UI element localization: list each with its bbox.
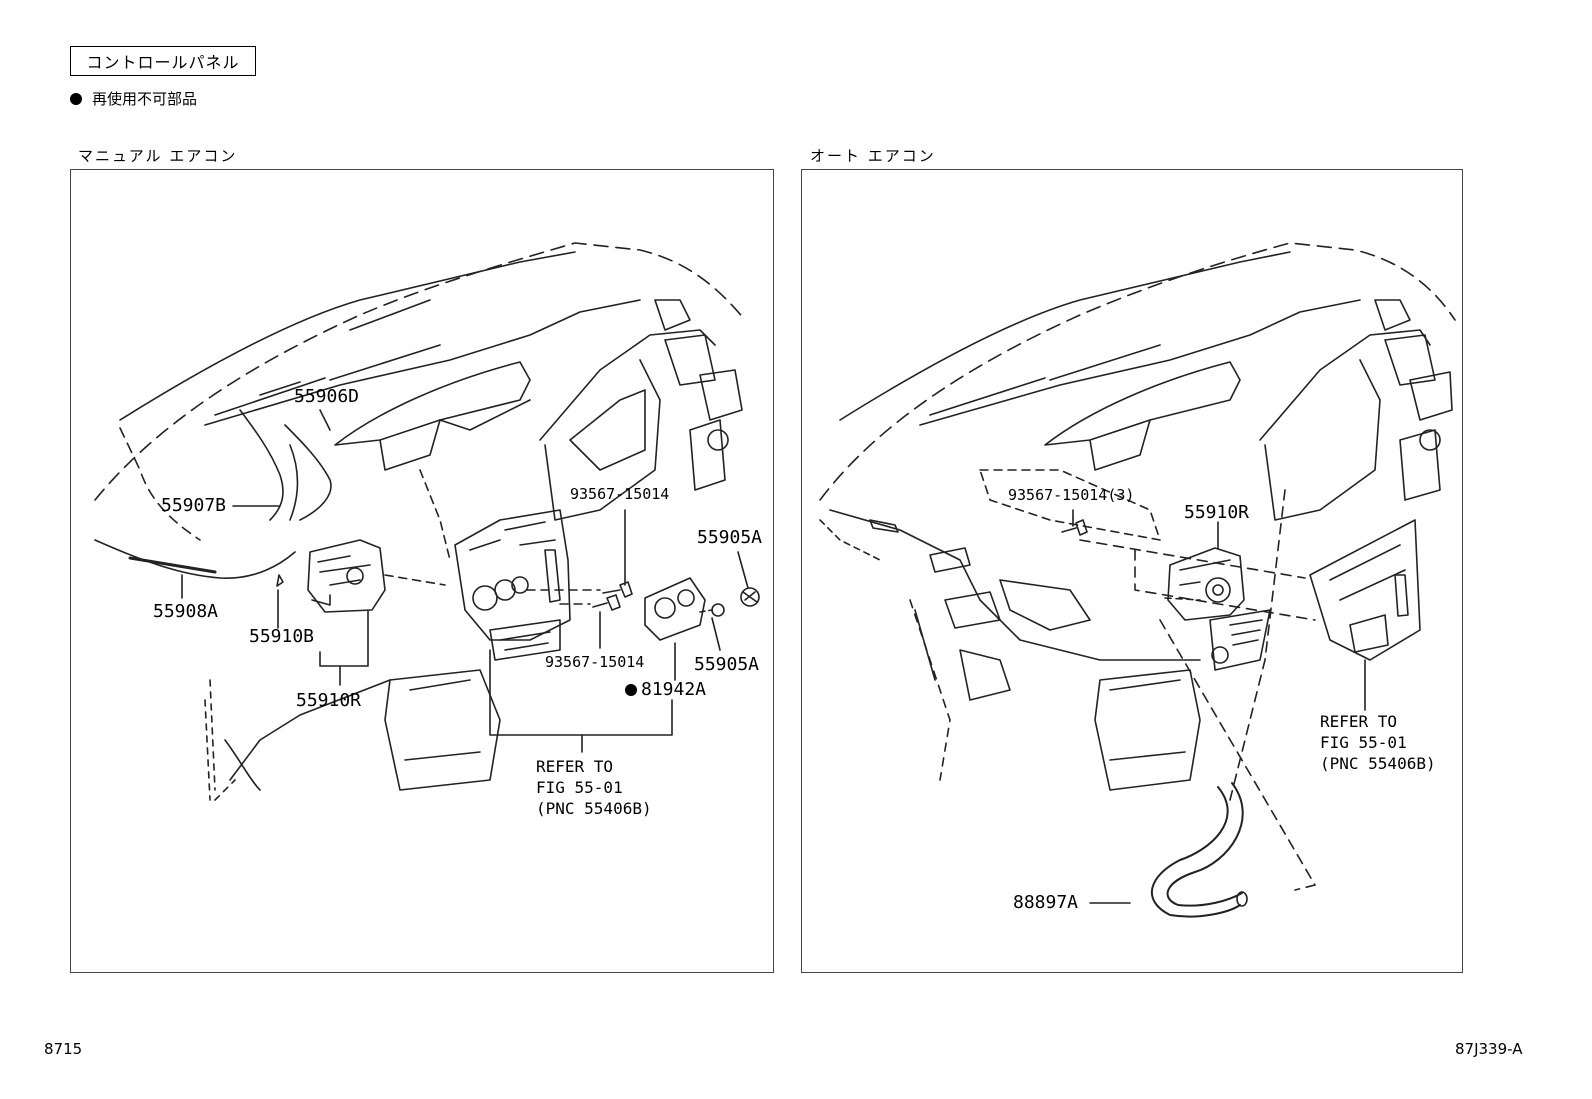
label-93567-15014-top: 93567-15014: [570, 485, 670, 503]
label-93567-15014-3: 93567-15014(3): [1008, 486, 1135, 504]
label-55910R-right: 55910R: [1184, 502, 1250, 523]
label-55908A: 55908A: [153, 601, 219, 622]
refer-note-right: REFER TO FIG 55-01 (PNC 55406B): [1320, 712, 1436, 773]
section-title: コントロールパネル: [70, 46, 256, 76]
label-55907B: 55907B: [161, 495, 227, 516]
footer-right-code: 87J339-A: [1455, 1040, 1523, 1058]
refer-note-left: REFER TO FIG 55-01 (PNC 55406B): [536, 757, 652, 818]
non-reusable-dot-icon: [625, 683, 637, 696]
label-55906D: 55906D: [294, 386, 360, 407]
legend-text: 再使用不可部品: [92, 90, 198, 108]
footer-left-code: 8715: [44, 1040, 83, 1058]
left-dashboard-illustration: [94, 242, 760, 801]
non-reusable-dot-icon: [70, 92, 82, 105]
label-93567-15014-bottom: 93567-15014: [545, 653, 645, 671]
label-55905A-top: 55905A: [697, 527, 763, 548]
legend: 再使用不可部品: [70, 88, 197, 109]
label-55910R-left: 55910R: [296, 690, 362, 711]
label-55910B: 55910B: [249, 626, 315, 647]
label-55905A-bottom: 55905A: [694, 654, 760, 675]
auto-ac-panel: [801, 169, 1463, 973]
label-88897A: 88897A: [1013, 892, 1079, 913]
manual-ac-panel: [70, 169, 774, 973]
right-panel-title: オート エアコン: [810, 147, 936, 165]
label-81942A-text: 81942A: [641, 679, 707, 700]
left-panel-title: マニュアル エアコン: [78, 147, 238, 165]
label-81942A: 81942A: [625, 679, 706, 700]
right-dashboard-illustration: [819, 242, 1456, 918]
